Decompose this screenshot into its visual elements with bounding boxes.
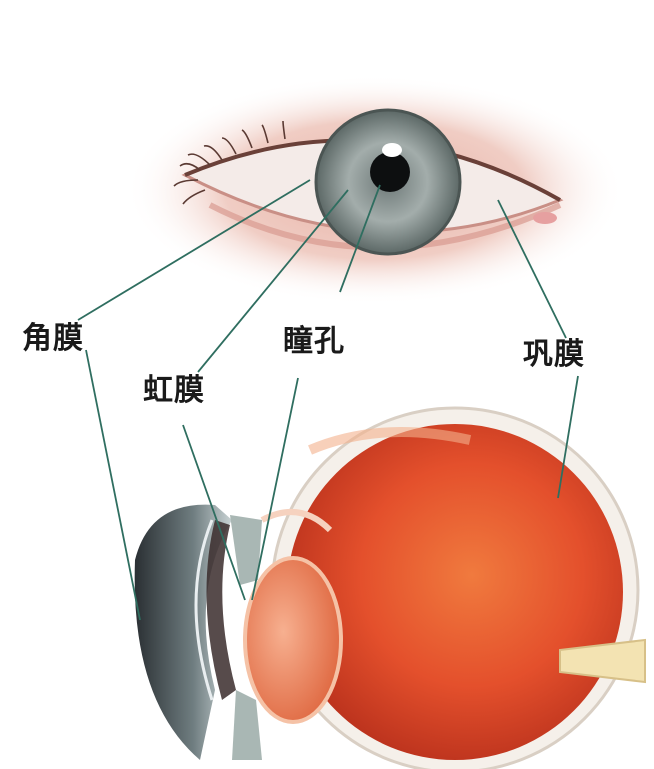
light-reflex [382,143,402,157]
vitreous-body [287,424,623,760]
leader-cornea-bottom [86,350,140,620]
label-pupil: 瞳孔 [283,327,345,357]
eyeball-cross-section [135,408,645,769]
label-cornea: 角膜 [22,324,84,354]
iris-section-lower [232,690,262,760]
label-sclera: 巩膜 [523,340,585,370]
label-iris: 虹膜 [143,376,205,406]
caruncle [533,212,557,224]
external-eye [125,75,625,305]
lens [245,558,341,722]
pupil [370,152,410,192]
